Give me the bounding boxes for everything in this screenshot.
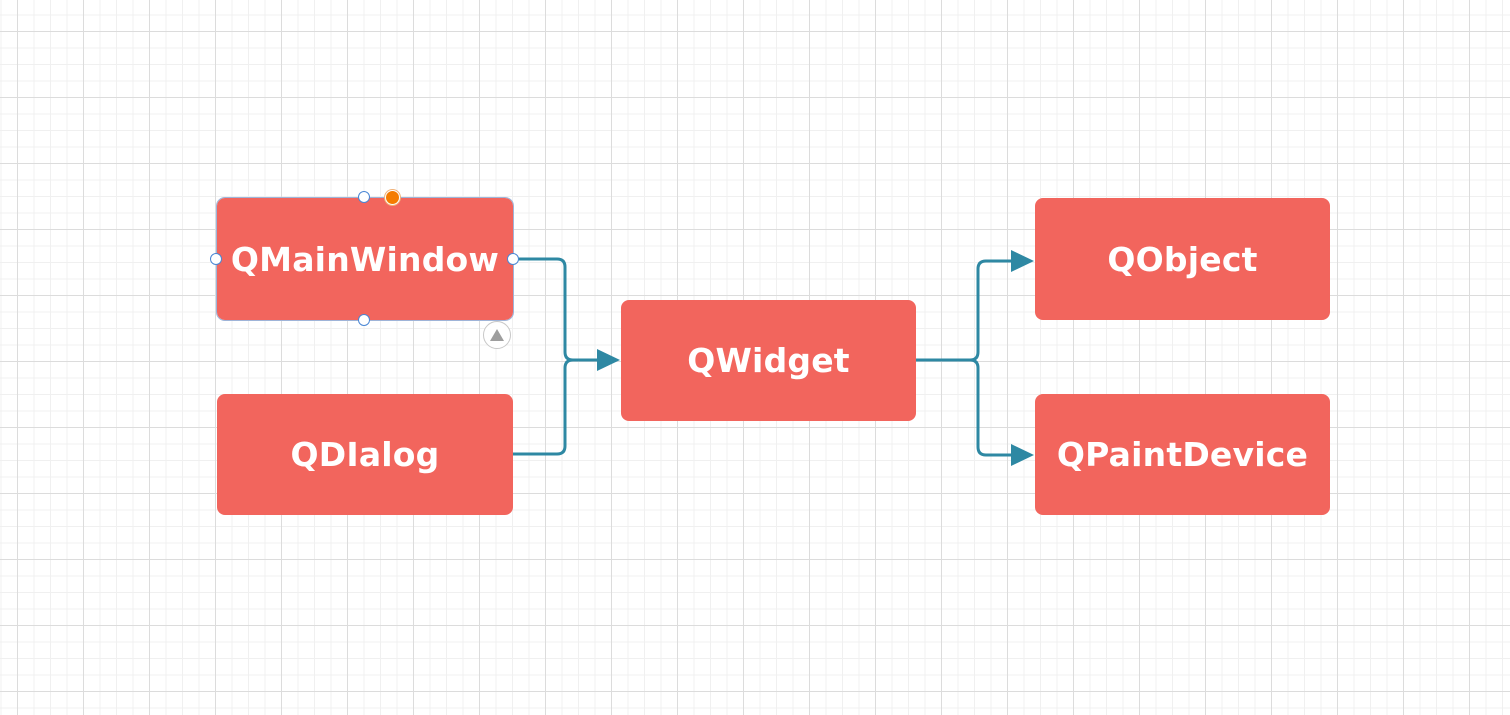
node-qmainwindow[interactable]: QMainWindow bbox=[216, 197, 514, 321]
node-qpaintdevice[interactable]: QPaintDevice bbox=[1035, 394, 1330, 515]
node-label-qwidget: QWidget bbox=[687, 341, 850, 380]
node-qwidget[interactable]: QWidget bbox=[621, 300, 916, 421]
connector-qwidget-qobject[interactable] bbox=[916, 259, 1012, 362]
rotate-handle[interactable] bbox=[385, 190, 400, 205]
triangle-up-icon bbox=[490, 329, 504, 341]
arrowhead-qwidget bbox=[597, 349, 620, 371]
node-qobject[interactable]: QObject bbox=[1035, 198, 1330, 320]
connector-qwidget-qpaintdevice[interactable] bbox=[916, 358, 1012, 457]
connection-handle-top[interactable] bbox=[358, 191, 370, 203]
connection-handle-bottom[interactable] bbox=[358, 314, 370, 326]
connector-qmainwindow-qwidget[interactable] bbox=[513, 257, 598, 362]
arrowhead-qpaintdevice bbox=[1011, 444, 1034, 466]
node-label-qobject: QObject bbox=[1107, 239, 1258, 279]
arrowhead-qobject bbox=[1011, 250, 1034, 272]
collapse-button[interactable] bbox=[483, 321, 511, 349]
connection-handle-right[interactable] bbox=[507, 253, 519, 265]
node-label-qdialog: QDIalog bbox=[290, 435, 440, 474]
node-label-qmainwindow: QMainWindow bbox=[230, 239, 500, 279]
connection-handle-left[interactable] bbox=[210, 253, 222, 265]
node-label-qpaintdevice: QPaintDevice bbox=[1056, 435, 1309, 474]
node-qdialog[interactable]: QDIalog bbox=[217, 394, 513, 515]
connector-qdialog-qwidget[interactable] bbox=[513, 358, 598, 456]
